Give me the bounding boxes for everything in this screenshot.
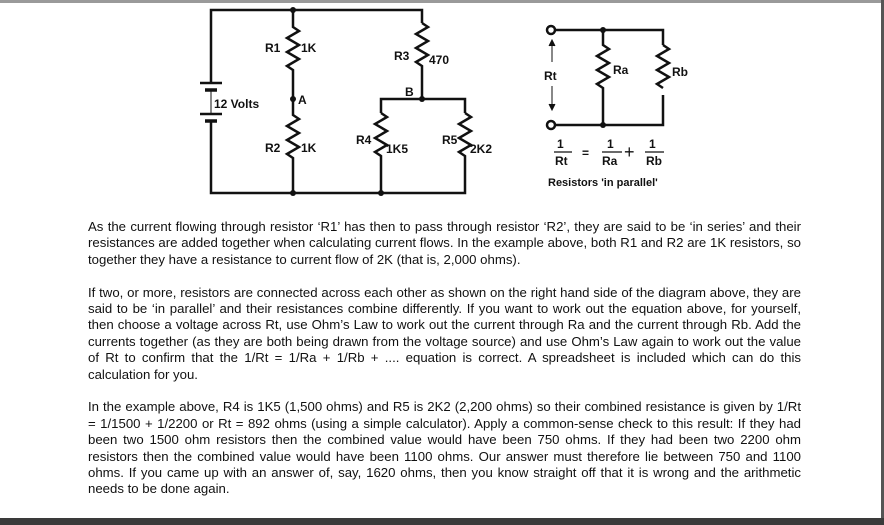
r4-name: R4 — [356, 133, 372, 147]
series-parallel-circuit — [200, 7, 474, 196]
r1-value: 1K — [301, 41, 317, 55]
circuit-diagrams: 12 Volts R1 1K R2 1K A R3 470 B R4 1K5 R… — [200, 7, 688, 196]
terminal-top — [545, 24, 557, 36]
parallel-formula: 1 Rt = 1 Ra + 1 Rb — [554, 137, 664, 168]
r3-name: R3 — [394, 49, 410, 63]
battery-label: 12 Volts — [214, 97, 259, 111]
r2-name: R2 — [265, 141, 281, 155]
battery-icon — [200, 81, 222, 123]
paragraph-series: As the current flowing through resistor … — [88, 219, 801, 267]
r3-value: 470 — [429, 53, 449, 67]
ra-label: Ra — [613, 63, 629, 77]
rt-label: Rt — [544, 69, 557, 83]
wire — [555, 28, 665, 45]
window-bottom-border — [0, 518, 884, 525]
formula-numerator: 1 — [557, 137, 564, 151]
r1-name: R1 — [265, 41, 281, 55]
formula-equals: = — [582, 146, 589, 160]
rb-label: Rb — [672, 65, 688, 79]
formula-numerator: 1 — [607, 137, 614, 151]
window-top-border — [0, 0, 884, 3]
formula-rt: Rt — [555, 154, 568, 168]
r4-value: 1K5 — [386, 142, 408, 156]
terminal-bottom — [545, 119, 557, 131]
parallel-caption: Resistors 'in parallel' — [548, 177, 658, 189]
window-right-border — [881, 0, 884, 525]
paragraph-parallel: If two, or more, resistors are connected… — [88, 284, 801, 382]
node-b-label: B — [405, 85, 414, 99]
paragraph-example: In the example above, R4 is 1K5 (1,500 o… — [88, 399, 801, 497]
resistor-ra-icon — [594, 30, 612, 125]
resistor-r5-icon — [456, 111, 474, 173]
r5-value: 2K2 — [470, 142, 492, 156]
resistor-rb-icon — [654, 43, 672, 90]
wire — [209, 122, 467, 195]
formula-plus: + — [624, 142, 635, 162]
rt-arrow-icon — [548, 38, 556, 112]
formula-rb: Rb — [646, 154, 662, 168]
explanation-text: As the current flowing through resistor … — [88, 219, 801, 514]
formula-ra: Ra — [602, 154, 618, 168]
resistor-r4-icon — [372, 111, 390, 193]
wire — [555, 95, 665, 127]
resistor-r3-icon — [413, 21, 431, 99]
parallel-circuit — [545, 24, 672, 131]
formula-numerator: 1 — [649, 137, 656, 151]
node-a-label: A — [298, 93, 307, 107]
wire — [209, 8, 424, 83]
resistor-r1-icon — [284, 10, 302, 193]
r2-value: 1K — [301, 141, 317, 155]
r5-name: R5 — [442, 133, 458, 147]
